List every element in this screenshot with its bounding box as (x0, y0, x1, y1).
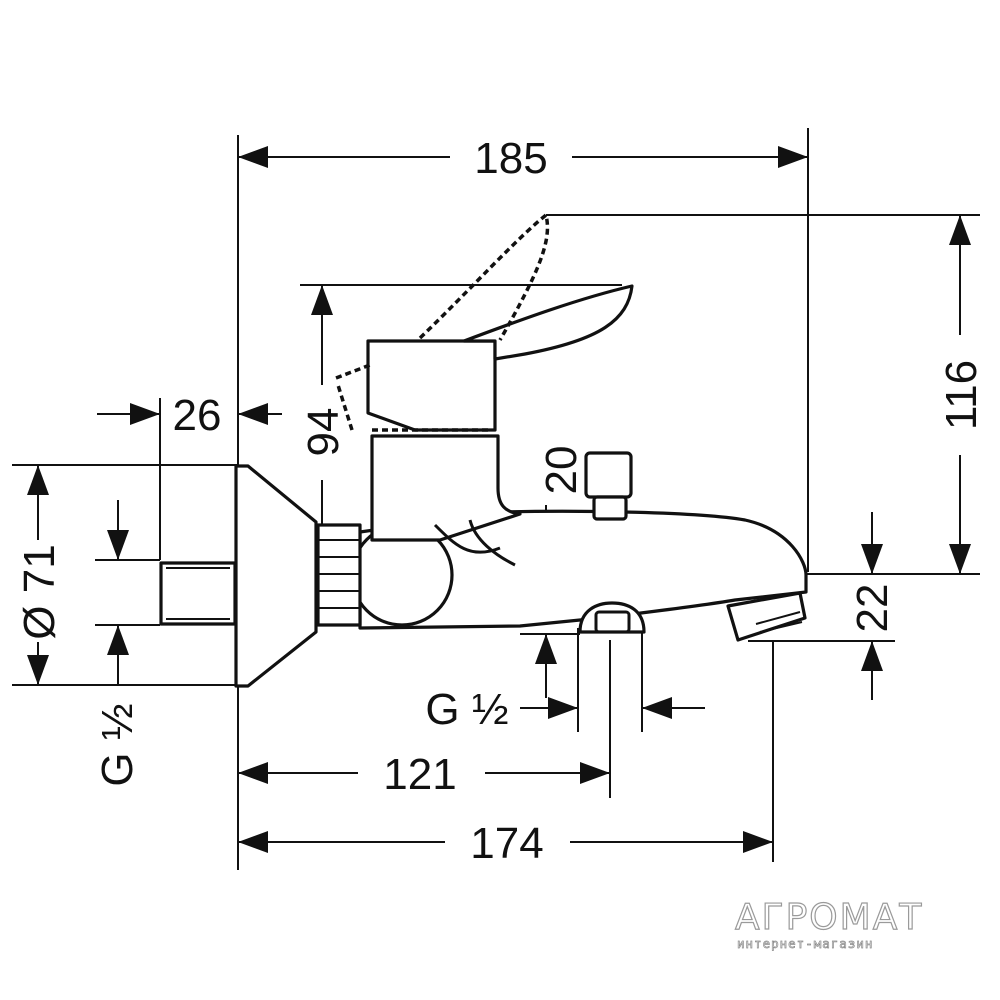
wall-flange (234, 464, 318, 688)
dim-label-22: 22 (848, 584, 897, 633)
dim-label-174: 174 (470, 819, 543, 868)
dim-label-26: 26 (173, 391, 222, 440)
dim-label-71: Ø 71 (15, 544, 64, 639)
dim-116 (949, 215, 971, 574)
watermark-brand: АГРОМАТ (734, 897, 924, 938)
dim-g-half-bottom (520, 697, 705, 719)
handle-lever (462, 284, 634, 361)
lever-open-position (335, 211, 550, 432)
spout-outlet (726, 591, 807, 642)
watermark-tagline: интернет-магазин (737, 936, 874, 952)
dim-label-g-half-bottom: G ½ (425, 685, 508, 734)
dim-label-185: 185 (474, 134, 547, 183)
dim-label-94: 94 (299, 408, 348, 457)
dim-22 (861, 512, 883, 700)
watermark-logo: АГРОМАТ интернет-магазин (734, 897, 950, 960)
dim-g-half-left (107, 500, 129, 685)
dim-121 (238, 762, 610, 784)
mixer-outline (159, 211, 808, 688)
wall-pipe (159, 561, 237, 626)
body-column (370, 434, 522, 542)
diverter-knob (584, 451, 633, 499)
dim-174 (238, 831, 773, 853)
dim-label-121: 121 (383, 750, 456, 799)
dim-label-g-half-left: G ½ (93, 703, 142, 786)
dim-26 (97, 403, 282, 425)
dim-label-116: 116 (937, 360, 986, 430)
dim-185 (238, 146, 808, 168)
handle-body (366, 339, 497, 432)
dim-71 (27, 465, 49, 685)
extension-lines (12, 128, 980, 870)
dim-label-20: 20 (537, 446, 586, 495)
